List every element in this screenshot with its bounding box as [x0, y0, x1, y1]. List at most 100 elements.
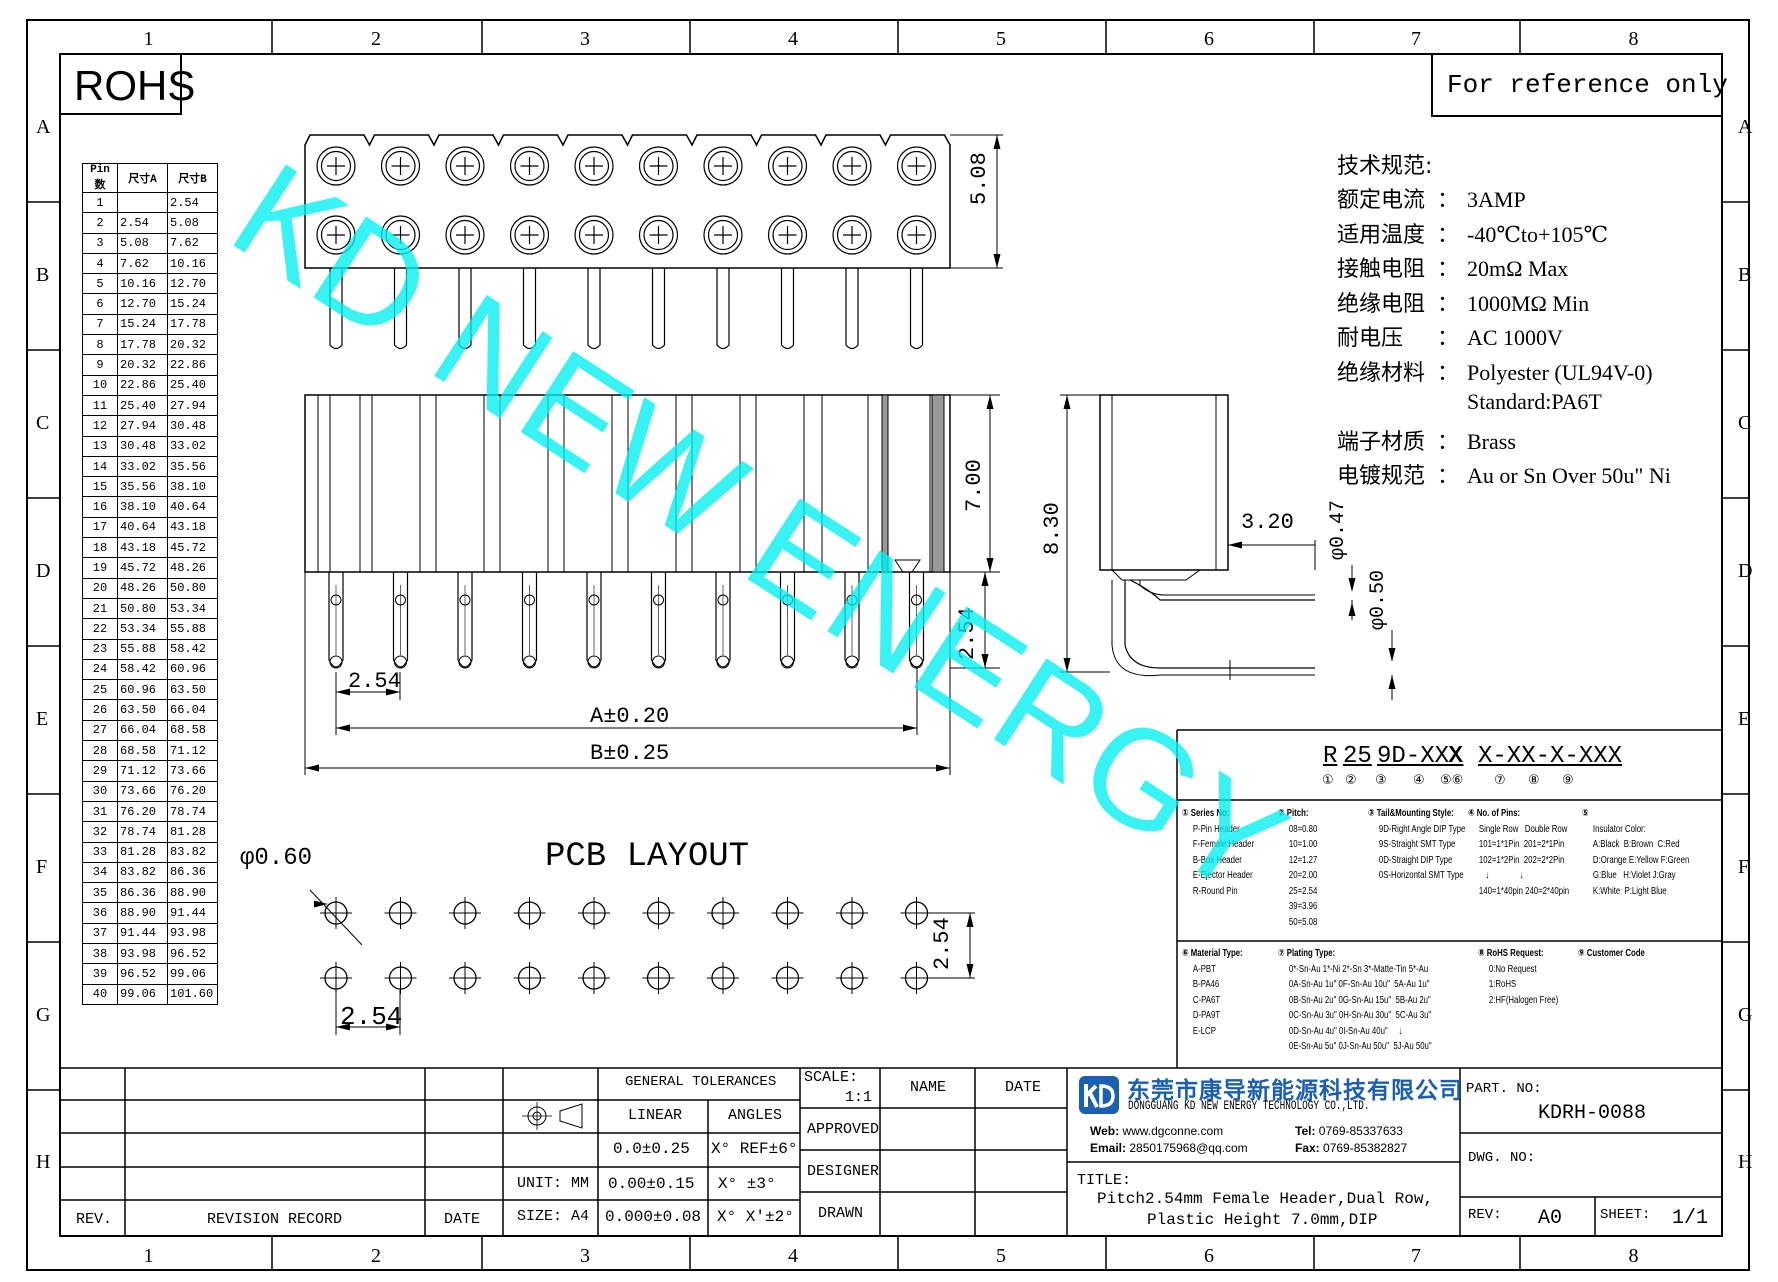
dim-pin-dia-1-text: φ0.47 — [1327, 499, 1350, 560]
top-view-socket-inner — [707, 219, 739, 251]
pin-table-header: 尺寸B — [167, 163, 218, 193]
top-view-socket-outer — [574, 215, 614, 255]
front-view-tail — [715, 572, 731, 668]
legend-group: ③ Tail&Mounting Style:9D-Right Angle DIP… — [1368, 806, 1465, 884]
spec-key: 额定电流 — [1337, 188, 1426, 213]
top-view-socket-inner — [514, 150, 545, 182]
table-cell: 68.58 — [167, 719, 218, 742]
table-cell: 81.28 — [167, 821, 218, 843]
part-code-marker: ⑧ — [1528, 773, 1540, 788]
legend-line: E-LCP — [1192, 1025, 1216, 1037]
legend-heading: ⑧ RoHS Request: — [1478, 948, 1544, 959]
approved-label: APPROVED — [807, 1121, 880, 1138]
part-code-marker: ⑤⑥ — [1440, 773, 1464, 788]
table-cell: 30.48 — [117, 435, 168, 457]
table-cell: 86.36 — [167, 861, 218, 884]
front-view-tail — [521, 572, 538, 668]
legend-line: 0E-Sn-Au 5u" 0J-Sn-Au 50u" 5J-Au 50u" — [1288, 1041, 1432, 1052]
table-cell: 81.28 — [117, 841, 168, 863]
top-view-socket-outer — [767, 146, 808, 186]
top-view-pin — [651, 268, 666, 350]
grid-col-label: 4 — [788, 1245, 798, 1267]
table-cell: 50.80 — [167, 577, 218, 599]
table-cell: 27.94 — [117, 415, 168, 437]
arrowhead — [993, 254, 1001, 268]
table-cell: 86.36 — [117, 882, 168, 904]
table-cell: 38.10 — [117, 496, 168, 518]
table-cell: 66.04 — [117, 719, 168, 742]
spec-colon: ： — [1437, 188, 1460, 213]
revision-date-header: DATE — [444, 1211, 481, 1228]
grid-col-label: 3 — [580, 28, 590, 50]
table-cell: 15 — [82, 476, 118, 498]
kd-logo-icon — [1079, 1076, 1119, 1114]
table-cell: 35 — [82, 882, 118, 904]
legend-line: 25=2.54 — [1288, 885, 1318, 897]
legend-line: 2:HF(Halogen Free) — [1488, 994, 1559, 1006]
tail-hole — [911, 594, 922, 606]
company-fax: Fax: 0769-85382827 — [1295, 1141, 1407, 1155]
top-view-socket-inner — [836, 150, 868, 182]
table-cell: 1 — [82, 191, 118, 214]
legend-line: 39=3.96 — [1288, 901, 1318, 912]
legend-line: 0B-Sn-Au 2u" 0G-Sn-Au 15u" 5B-Au 2u" — [1288, 994, 1431, 1006]
top-view-socket-inner — [449, 219, 481, 251]
spec-row: 电镀规范：Au or Sn Over 50u" Ni — [1337, 458, 1671, 490]
tol-linear-2: 0.00±0.15 — [608, 1175, 695, 1193]
table-cell: 22.86 — [167, 354, 218, 376]
table-cell: 38 — [82, 942, 118, 965]
legend-line: 0D-Straight DIP Type — [1378, 854, 1453, 866]
table-cell: 96.52 — [117, 963, 168, 985]
table-cell: 2 — [82, 212, 118, 234]
spec-row: 绝缘电阻：1000MΩ Min — [1337, 286, 1589, 318]
tail-end — [587, 655, 601, 669]
tail-hole — [653, 594, 664, 606]
arrowhead — [1063, 658, 1071, 672]
table-cell: 20 — [82, 577, 118, 599]
size-label: SIZE: A4 — [517, 1208, 590, 1225]
table-cell: 5 — [82, 273, 118, 295]
front-view-tail — [779, 572, 796, 668]
legend-line: 12=1.27 — [1288, 854, 1318, 866]
table-cell: 24 — [82, 658, 118, 681]
dim-pin-dia-2-text: φ0.50 — [1367, 569, 1390, 630]
arrowhead — [1388, 675, 1396, 689]
dim-pin-dia-2: φ0.50 — [1367, 570, 1390, 630]
company-tel: Tel: 0769-85337633 — [1295, 1124, 1403, 1138]
arrowhead — [305, 764, 319, 772]
table-cell: 25.40 — [167, 374, 218, 396]
grid-col-label: 1 — [143, 28, 154, 50]
table-cell: 12 — [82, 415, 118, 437]
top-view-socket-outer — [896, 215, 937, 255]
reference-note: For reference only — [1447, 70, 1728, 100]
table-cell: 19 — [82, 557, 118, 579]
dim-top-height: 5.08 — [967, 152, 992, 205]
side-view-body — [1099, 394, 1229, 571]
part-code-marker: ① — [1322, 773, 1334, 788]
top-view-socket-outer — [316, 215, 356, 255]
table-cell: 3 — [82, 232, 118, 254]
spec-value: Standard:PA6T — [1467, 389, 1602, 414]
top-view-socket-outer — [832, 146, 872, 186]
legend-heading: ③ Tail&Mounting Style: — [1368, 808, 1454, 819]
dim-pin-pitch: 2.54 — [348, 669, 401, 694]
grid-row-label: B — [1738, 264, 1752, 286]
tel-value: 0769-85337633 — [1318, 1124, 1403, 1138]
revision-record-header: REVISION RECORD — [207, 1211, 343, 1228]
grid-row-label: C — [1738, 412, 1752, 434]
spec-colon: ： — [1437, 464, 1460, 489]
unit-label: UNIT: MM — [517, 1175, 590, 1192]
part-code-marker: ⑨ — [1562, 773, 1574, 788]
table-cell: 38.10 — [167, 476, 218, 498]
legend-heading: ④ No. of Pins: — [1468, 808, 1521, 819]
